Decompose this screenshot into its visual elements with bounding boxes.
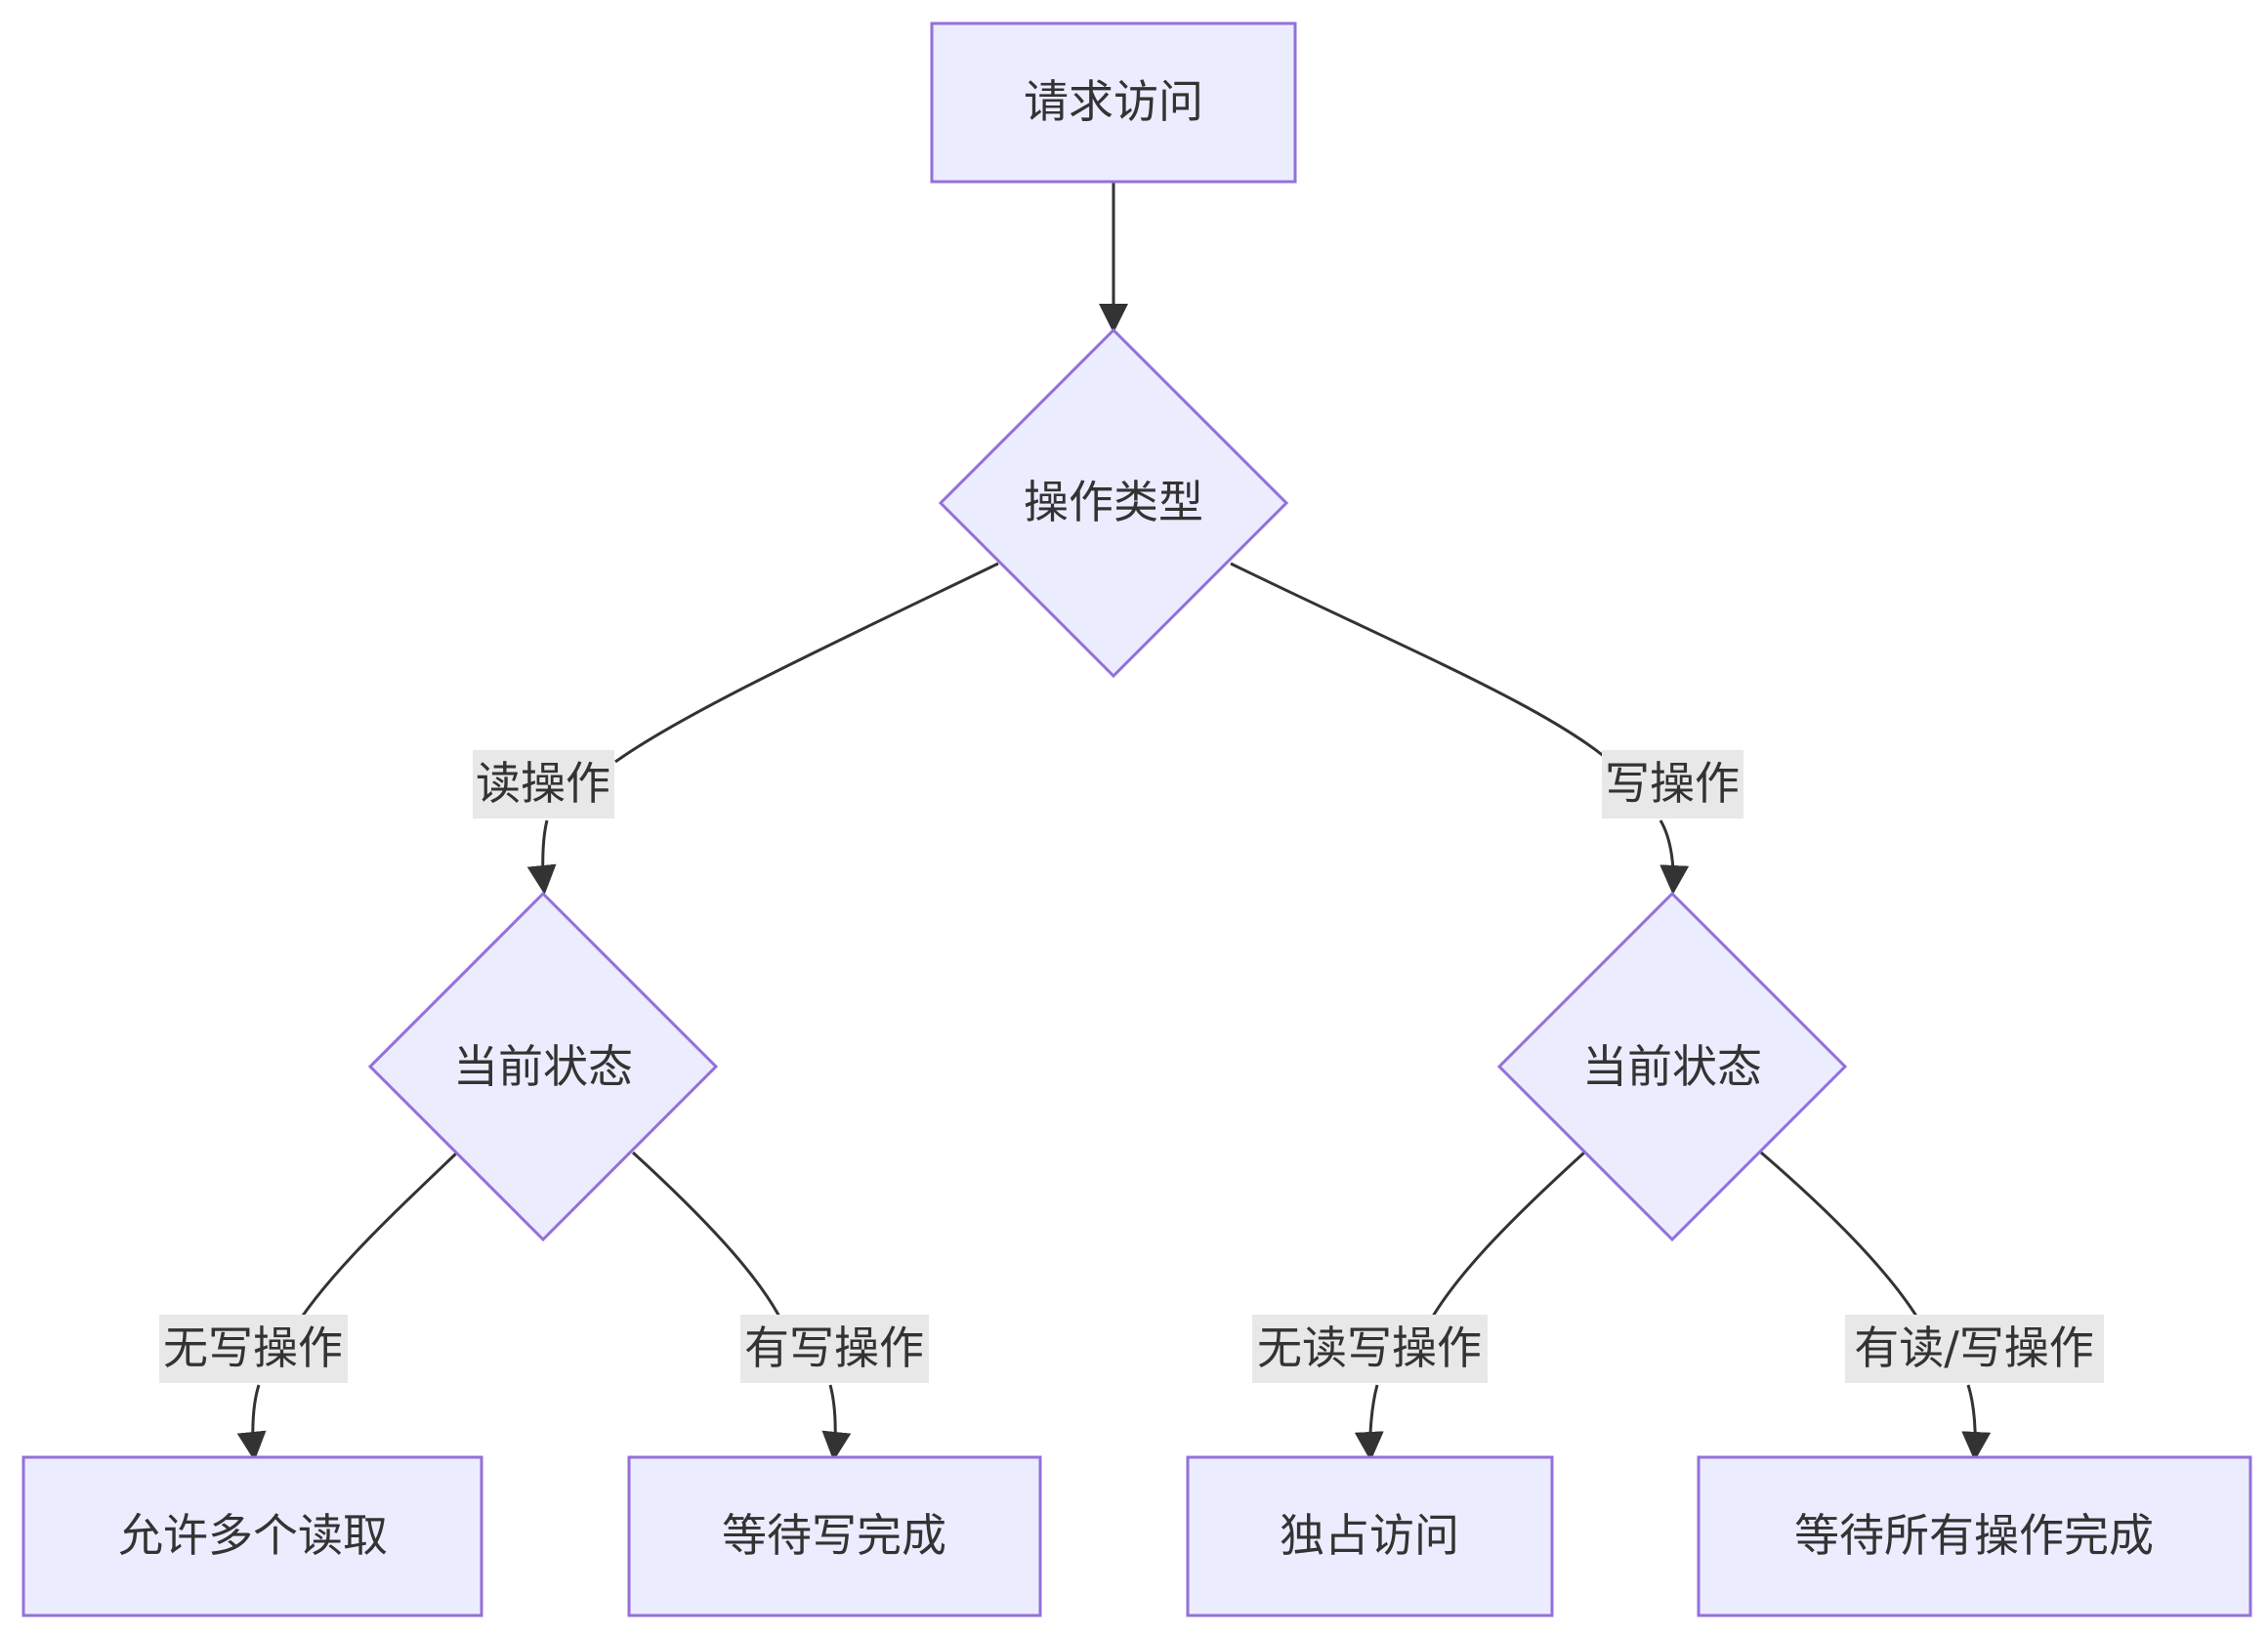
node-wait-write-complete-label: 等待写完成 xyxy=(722,1509,946,1562)
edge-read-state-to-allow xyxy=(253,1151,459,1455)
node-read-current-state-label: 当前状态 xyxy=(453,1040,633,1093)
edge-label-read-op-bg xyxy=(473,750,614,818)
edge-label-no-write-bg xyxy=(159,1315,348,1383)
edge-label-has-write-bg xyxy=(740,1315,929,1383)
node-write-current-state xyxy=(1496,891,1848,1242)
edge-label-write-op-bg xyxy=(1602,750,1743,818)
edge-optype-to-write-state xyxy=(1230,562,1673,889)
edge-label-write-op: 写操作 xyxy=(1605,757,1740,810)
edge-label-no-rw: 无读写操作 xyxy=(1257,1321,1482,1374)
edge-write-state-to-wait-all xyxy=(1760,1151,1975,1455)
node-operation-type xyxy=(938,327,1289,679)
edge-label-has-rw-bg xyxy=(1845,1315,2104,1383)
node-wait-write-complete xyxy=(627,1455,1042,1617)
edge-write-state-to-exclusive xyxy=(1370,1151,1586,1455)
node-request xyxy=(930,21,1297,184)
node-allow-multiple-reads xyxy=(21,1455,483,1617)
node-write-current-state-label: 当前状态 xyxy=(1582,1040,1762,1093)
edge-labels: 读操作 写操作 无写操作 有写操作 无读写操作 有读/写操作 xyxy=(159,750,2104,1383)
node-wait-all-ops-complete-label: 等待所有操作完成 xyxy=(1794,1509,2154,1562)
edge-optype-to-read-state xyxy=(543,562,999,889)
node-exclusive-access-label: 独占访问 xyxy=(1280,1509,1459,1562)
edge-label-read-op: 读操作 xyxy=(476,757,610,810)
edges xyxy=(253,183,1975,1455)
nodes: 请求访问 操作类型 当前状态 当前状态 允许多个读取 等待写完成 独占访问 等待… xyxy=(21,21,2252,1617)
edge-label-has-write: 有写操作 xyxy=(744,1321,924,1374)
node-wait-all-ops-complete xyxy=(1697,1455,2252,1617)
node-operation-type-label: 操作类型 xyxy=(1024,476,1203,528)
node-allow-multiple-reads-label: 允许多个读取 xyxy=(118,1509,388,1562)
edge-read-state-to-wait-write xyxy=(631,1151,835,1455)
edge-label-no-rw-bg xyxy=(1252,1315,1488,1383)
edge-label-has-rw: 有读/写操作 xyxy=(1854,1321,2094,1374)
edge-label-no-write: 无写操作 xyxy=(163,1321,343,1374)
node-read-current-state xyxy=(367,891,719,1242)
node-exclusive-access xyxy=(1186,1455,1554,1617)
node-request-label: 请求访问 xyxy=(1024,75,1203,128)
